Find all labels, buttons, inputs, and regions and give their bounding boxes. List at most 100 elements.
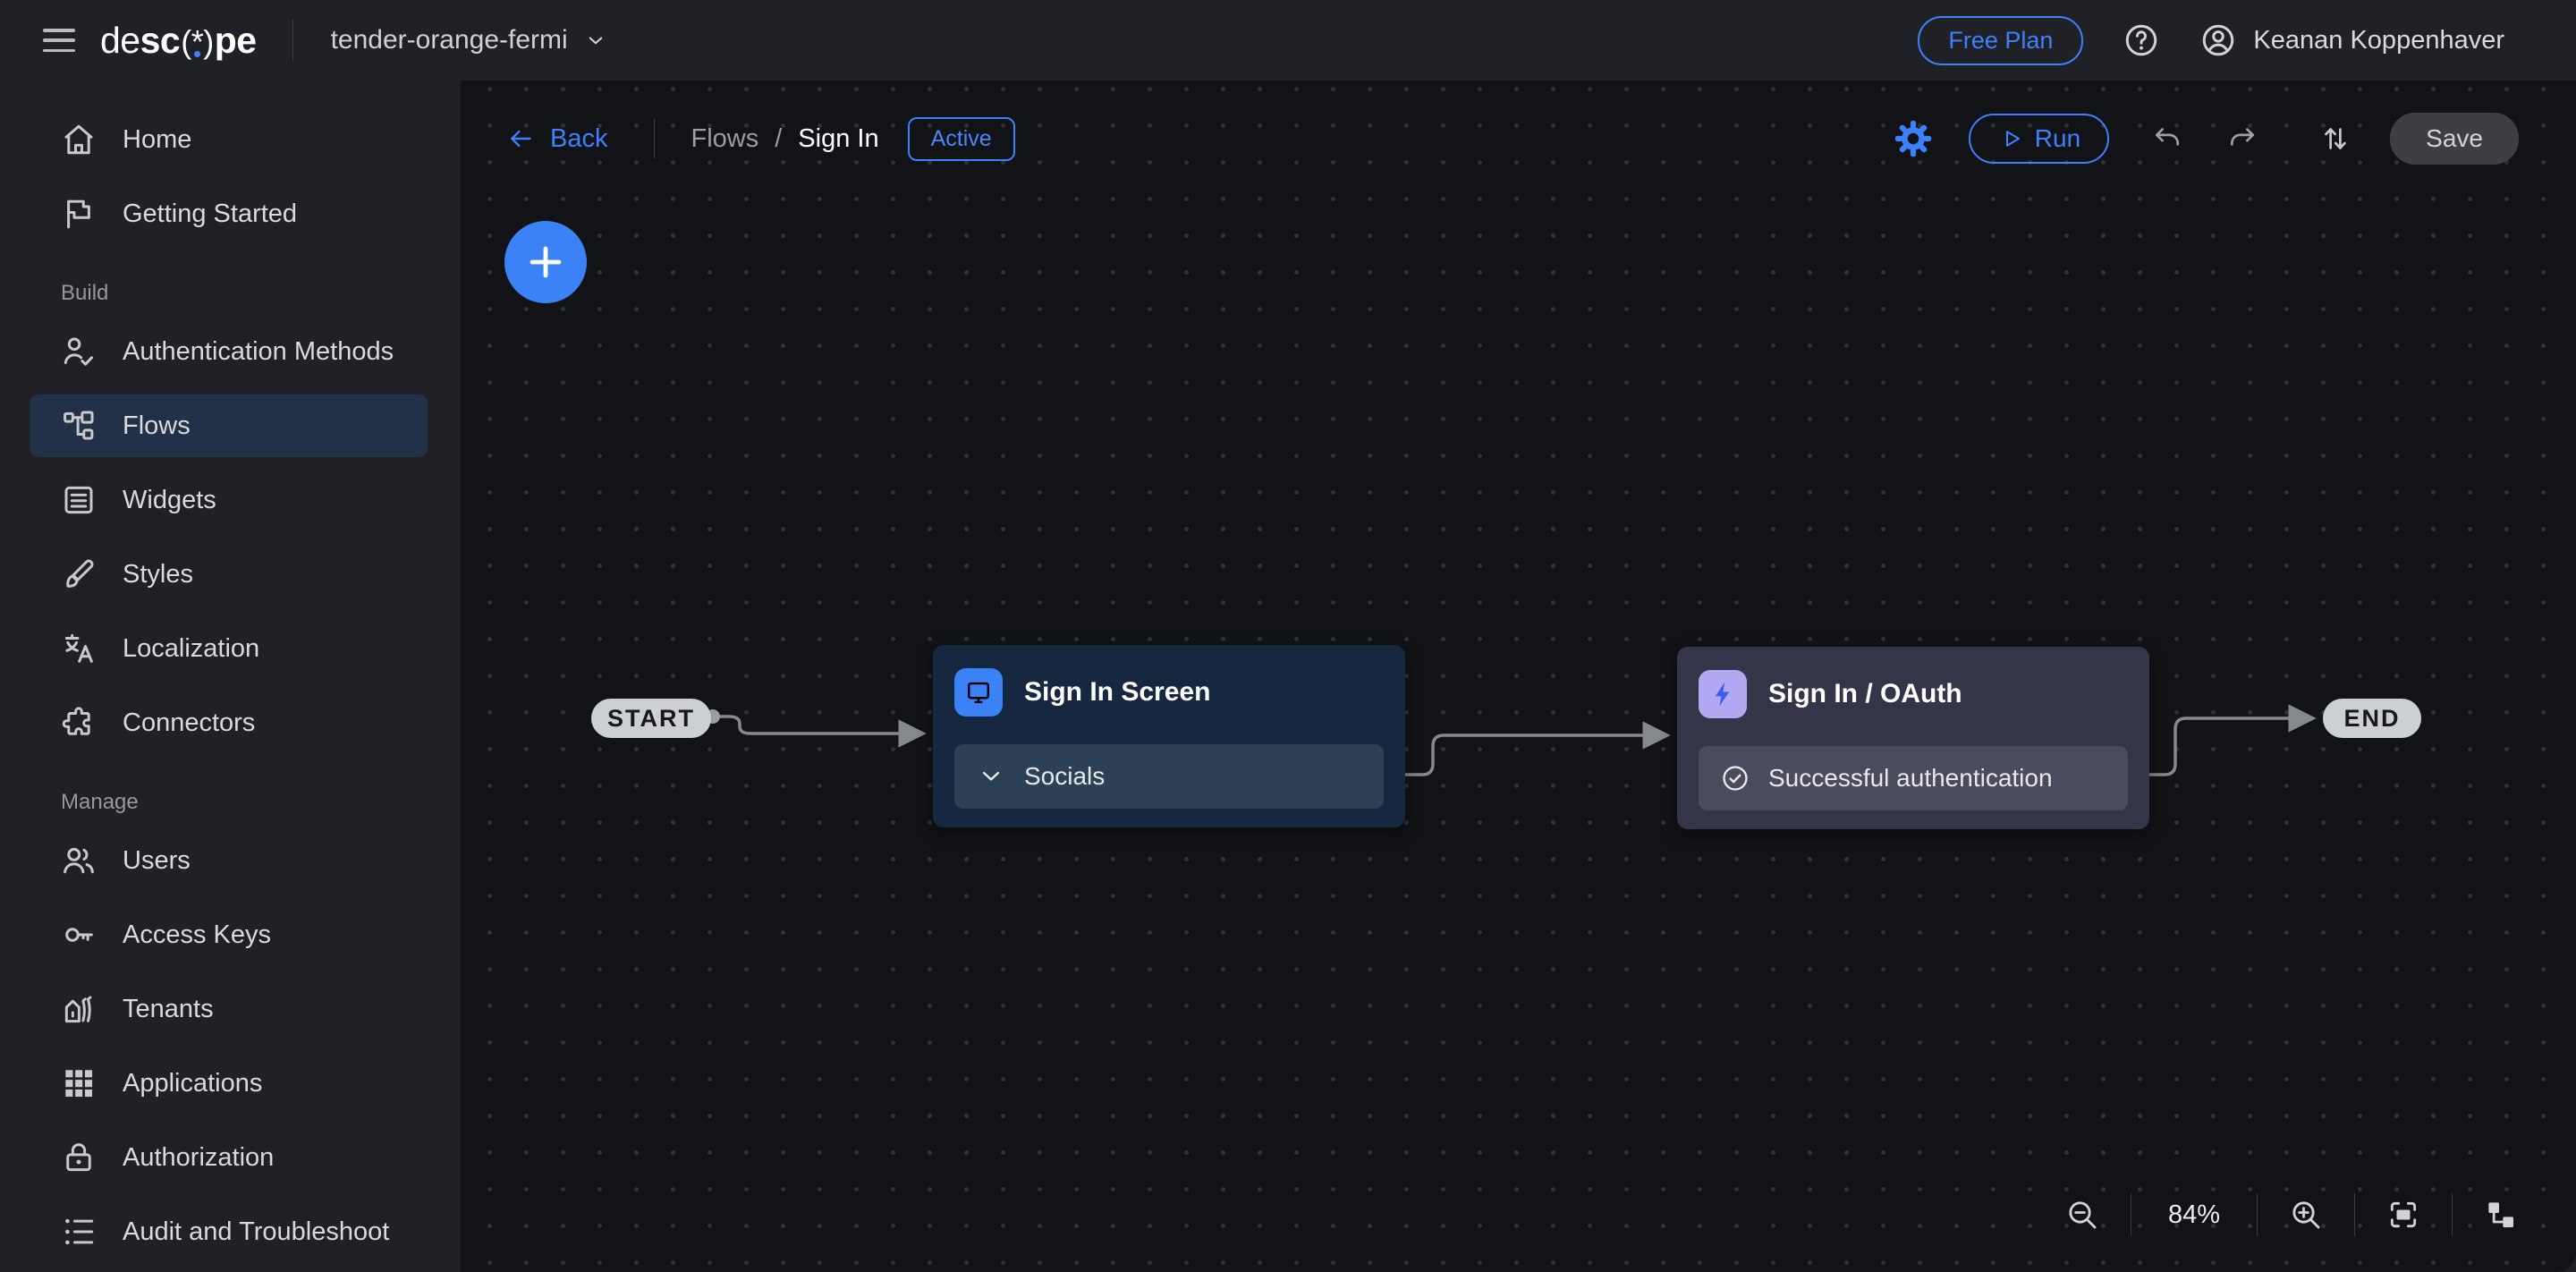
redo-icon[interactable] bbox=[2225, 122, 2259, 156]
undo-icon[interactable] bbox=[2150, 122, 2184, 156]
account-icon[interactable] bbox=[2199, 21, 2237, 59]
sidebar-item-label: Access Keys bbox=[123, 920, 271, 949]
node-title: Sign In Screen bbox=[1024, 677, 1211, 707]
sidebar-section-manage: Manage bbox=[61, 790, 139, 814]
node-row-socials[interactable]: Socials bbox=[954, 744, 1384, 809]
zoom-level: 84% bbox=[2167, 1200, 2221, 1229]
node-row-label: Socials bbox=[1024, 762, 1106, 790]
node-row-label: Successful authentication bbox=[1768, 764, 2053, 792]
home-icon bbox=[60, 121, 97, 158]
sidebar-item-access-keys[interactable]: Access Keys bbox=[30, 903, 428, 966]
check-circle-icon bbox=[1723, 766, 1748, 791]
back-button[interactable]: Back bbox=[505, 123, 607, 154]
sidebar-item-home[interactable]: Home bbox=[30, 108, 428, 171]
breadcrumb-separator: / bbox=[775, 123, 783, 153]
sidebar-item-authentication-methods[interactable]: Authentication Methods bbox=[30, 320, 428, 383]
sidebar-item-label: Widgets bbox=[123, 485, 216, 514]
sidebar-item-styles[interactable]: Styles bbox=[30, 543, 428, 606]
puzzle-icon bbox=[60, 704, 97, 742]
node-row-successful-authentication[interactable]: Successful authentication bbox=[1699, 746, 2128, 810]
sidebar-item-applications[interactable]: Applications bbox=[30, 1052, 428, 1115]
hamburger-menu-icon[interactable] bbox=[43, 29, 75, 52]
run-button[interactable]: Run bbox=[1968, 114, 2110, 164]
sidebar-item-label: Connectors bbox=[123, 708, 256, 737]
sidebar-item-label: Authentication Methods bbox=[123, 336, 394, 366]
zoom-in-icon[interactable] bbox=[2288, 1197, 2324, 1233]
node-sign-in-oauth[interactable]: Sign In / OAuth Successful authenticatio… bbox=[1677, 647, 2149, 829]
screen-icon bbox=[954, 668, 1003, 717]
start-node[interactable]: START bbox=[591, 699, 711, 738]
back-label: Back bbox=[550, 123, 608, 153]
widgets-icon bbox=[60, 481, 97, 519]
sidebar-item-label: Audit and Troubleshoot bbox=[123, 1217, 390, 1246]
bolt-icon bbox=[1699, 670, 1747, 718]
node-header: Sign In / OAuth bbox=[1699, 670, 2128, 718]
breadcrumb-current: Sign In bbox=[798, 123, 879, 153]
divider bbox=[2452, 1193, 2453, 1236]
sidebar-item-label: Localization bbox=[123, 633, 260, 663]
sidebar-item-localization[interactable]: Localization bbox=[30, 617, 428, 680]
breadcrumb: Flows / Sign In bbox=[691, 124, 878, 154]
edge-start-to-screen bbox=[711, 715, 927, 748]
node-title: Sign In / OAuth bbox=[1768, 679, 1962, 708]
sidebar-item-authorization[interactable]: Authorization bbox=[30, 1126, 428, 1189]
gear-icon[interactable] bbox=[1894, 119, 1933, 158]
breadcrumb-flows[interactable]: Flows bbox=[691, 123, 759, 153]
logo-text: de bbox=[100, 19, 140, 61]
fit-view-icon[interactable] bbox=[2385, 1197, 2421, 1233]
save-button[interactable]: Save bbox=[2390, 113, 2519, 165]
edge-socials-to-oauth bbox=[1383, 721, 1671, 776]
sidebar-nav: Home Getting Started Build Authenticatio… bbox=[0, 81, 461, 1272]
sidebar-item-tenants[interactable]: Tenants bbox=[30, 978, 428, 1040]
chevron-down-icon bbox=[982, 771, 1000, 781]
flow-canvas[interactable]: Back Flows / Sign In Active bbox=[461, 81, 2576, 1272]
divider bbox=[2354, 1193, 2355, 1236]
edge-oauth-to-end bbox=[2130, 704, 2317, 776]
chevron-down-icon bbox=[589, 37, 603, 45]
sidebar-item-getting-started[interactable]: Getting Started bbox=[30, 182, 428, 245]
project-selector[interactable]: tender-orange-fermi bbox=[331, 25, 609, 55]
sidebar-item-connectors[interactable]: Connectors bbox=[30, 691, 428, 754]
status-badge[interactable]: Active bbox=[907, 116, 1015, 161]
brush-icon bbox=[60, 555, 97, 593]
logo-o-glyph: (*) bbox=[181, 22, 214, 60]
divider bbox=[2257, 1193, 2258, 1236]
project-name: tender-orange-fermi bbox=[330, 25, 568, 55]
end-node[interactable]: END bbox=[2323, 699, 2421, 738]
flow-edges bbox=[706, 704, 2317, 783]
audit-list-icon bbox=[60, 1213, 97, 1251]
sidebar-section-build: Build bbox=[61, 281, 109, 305]
help-icon[interactable] bbox=[2123, 21, 2160, 59]
sidebar-item-flows[interactable]: Flows bbox=[30, 394, 428, 457]
sidebar-item-label: Getting Started bbox=[123, 199, 298, 228]
node-sign-in-screen[interactable]: Sign In Screen Socials bbox=[933, 645, 1405, 827]
sidebar-item-widgets[interactable]: Widgets bbox=[30, 469, 428, 531]
sidebar-item-users[interactable]: Users bbox=[30, 829, 428, 892]
node-header: Sign In Screen bbox=[954, 668, 1384, 717]
sidebar-item-label: Styles bbox=[123, 559, 193, 589]
sidebar-item-label: Tenants bbox=[123, 994, 214, 1023]
import-export-icon[interactable] bbox=[2318, 122, 2352, 156]
sidebar-item-label: Authorization bbox=[123, 1142, 275, 1172]
sidebar-item-label: Flows bbox=[123, 411, 191, 440]
run-label: Run bbox=[2034, 124, 2081, 152]
sidebar-item-label: Applications bbox=[123, 1068, 263, 1098]
top-bar-right: Free Plan Keanan Koppenhaver bbox=[1918, 15, 2504, 65]
flag-icon bbox=[60, 195, 97, 233]
lock-icon bbox=[60, 1139, 97, 1176]
free-plan-badge[interactable]: Free Plan bbox=[1918, 15, 2084, 65]
plus-icon bbox=[530, 246, 562, 278]
zoom-out-icon[interactable] bbox=[2064, 1197, 2100, 1233]
sidebar-item-label: Users bbox=[123, 845, 191, 875]
auto-layout-icon[interactable] bbox=[2483, 1197, 2519, 1233]
sidebar-item-label: Home bbox=[123, 124, 192, 154]
user-name: Keanan Koppenhaver bbox=[2253, 25, 2504, 55]
sidebar-item-audit-and-troubleshoot[interactable]: Audit and Troubleshoot bbox=[30, 1200, 428, 1263]
add-node-button[interactable] bbox=[504, 221, 587, 303]
users-icon bbox=[60, 842, 97, 879]
arrow-left-icon bbox=[511, 130, 531, 148]
